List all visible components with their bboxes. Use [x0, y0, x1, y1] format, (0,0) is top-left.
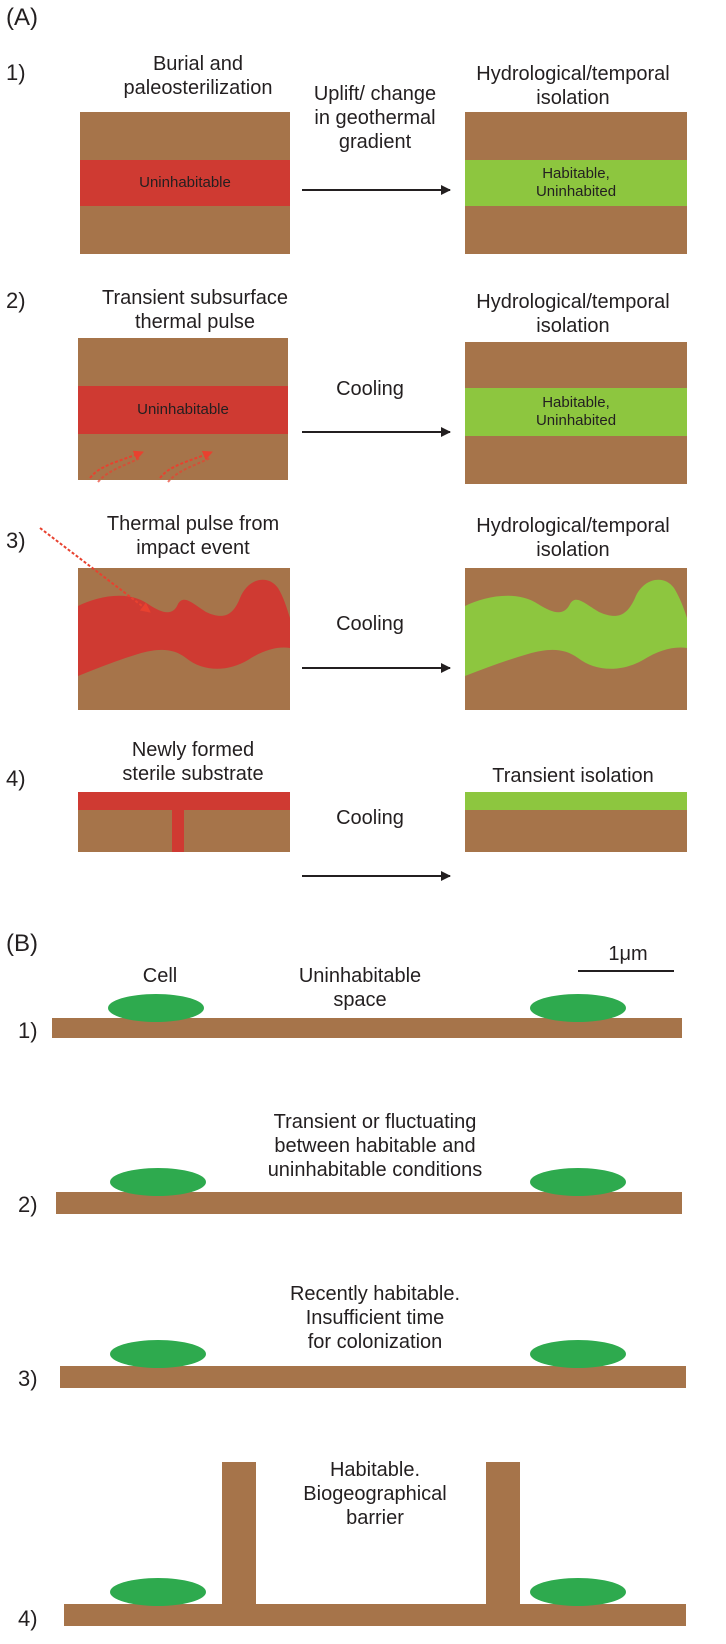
- row-a1-right-rock-block: Habitable, Uninhabited: [465, 112, 687, 254]
- habitable-layer: Habitable, Uninhabited: [465, 160, 687, 206]
- uninhabitable-layer: Uninhabitable: [78, 386, 288, 434]
- sterile-surface-layer: [78, 792, 290, 810]
- thermal-pulse-arrows: [89, 450, 213, 483]
- row-a4-number: 4): [6, 766, 26, 791]
- habitable-zone: [465, 579, 687, 676]
- row-b3-caption: Recently habitable. Insufficient time fo…: [289, 1283, 461, 1353]
- row-b1-number: 1): [18, 1018, 38, 1043]
- row-b2-surface: [56, 1192, 682, 1214]
- scale-bar: [578, 970, 674, 972]
- uninhabitable-layer: Uninhabitable: [80, 160, 290, 206]
- cell: [110, 1340, 206, 1368]
- cell: [530, 1340, 626, 1368]
- row-a4-right-title: Transient isolation: [492, 765, 654, 787]
- row-a3-left-title: Thermal pulse from impact event: [106, 513, 280, 559]
- row-a3-left-rock-block: [78, 568, 290, 710]
- row-b4-caption: Habitable. Biogeographical barrier: [303, 1459, 447, 1529]
- row-b1-caption: Uninhabitable space: [298, 965, 422, 1011]
- habitable-surface-layer: [465, 792, 687, 810]
- habitable-layer: Habitable, Uninhabited: [465, 388, 687, 436]
- row-b4-number: 4): [18, 1606, 38, 1631]
- row-a4-arrow-label: Cooling: [336, 807, 404, 829]
- cell-label: Cell: [142, 965, 178, 987]
- row-a2-arrow-label: Cooling: [336, 378, 404, 400]
- row-a4-right-rock-block: [465, 792, 687, 852]
- row-a1-arrow-label: Uplift/ change in geothermal gradient: [313, 83, 437, 153]
- barrier-wall-right: [486, 1462, 520, 1608]
- cell: [110, 1168, 206, 1196]
- row-a4-left-title: Newly formed sterile substrate: [122, 739, 264, 785]
- row-a3-right-rock-block: [465, 568, 687, 710]
- row-a3-number: 3): [6, 528, 26, 553]
- row-a1-left-rock-block: Uninhabitable: [80, 112, 290, 254]
- row-a1-number: 1): [6, 60, 26, 85]
- panel-a-label: (A): [6, 4, 38, 31]
- row-b1-surface: [52, 1018, 682, 1038]
- row-a1-left-title: Burial and paleosterilization: [123, 53, 273, 99]
- row-a2-number: 2): [6, 288, 26, 313]
- row-a2-left-title: Transient subsurface thermal pulse: [101, 287, 288, 333]
- row-b3-surface: [60, 1366, 686, 1388]
- sterile-dike: [172, 810, 184, 852]
- cell: [530, 1168, 626, 1196]
- row-a3-arrow-label: Cooling: [336, 613, 404, 635]
- row-a1-right-title: Hydrological/temporal isolation: [476, 63, 670, 109]
- row-b2-number: 2): [18, 1192, 38, 1217]
- uninhabitable-impact-zone: [78, 579, 290, 676]
- row-b3-number: 3): [18, 1366, 38, 1391]
- row-b2-caption: Transient or fluctuating between habitab…: [267, 1111, 483, 1181]
- row-a2-right-title: Hydrological/temporal isolation: [476, 291, 670, 337]
- barrier-wall-left: [222, 1462, 256, 1608]
- row-a4-left-rock-block: [78, 792, 290, 852]
- cell: [530, 1578, 626, 1606]
- row-b4-surface: [64, 1604, 686, 1626]
- row-a3-right-title: Hydrological/temporal isolation: [476, 515, 670, 561]
- cell: [110, 1578, 206, 1606]
- row-a2-left-rock-block: Uninhabitable: [78, 338, 288, 480]
- scale-bar-label: 1μm: [608, 943, 648, 965]
- cell: [108, 994, 204, 1022]
- panel-b-label: (B): [6, 930, 38, 957]
- cell: [530, 994, 626, 1022]
- row-a2-right-rock-block: Habitable, Uninhabited: [465, 342, 687, 484]
- impact-arrow: [39, 527, 151, 613]
